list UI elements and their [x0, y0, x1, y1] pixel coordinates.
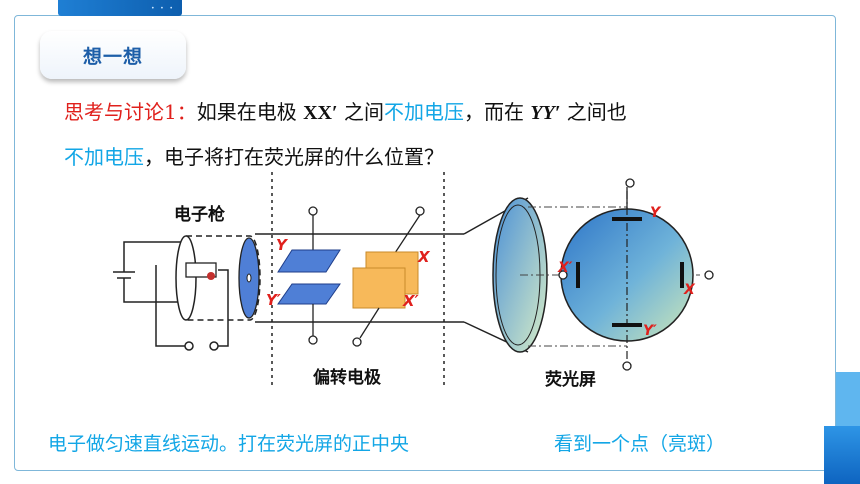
question-text-b: 之间: [337, 100, 384, 124]
x-plates: X X′: [352, 206, 431, 347]
screen-y-label: Y: [650, 205, 662, 221]
screen-x-prime-label: X′: [557, 260, 573, 276]
y-plates: Y Y′: [266, 206, 341, 345]
content-frame: [14, 15, 836, 471]
electrode-xx-label: XX′: [303, 102, 338, 124]
corner-decor-light: [836, 372, 860, 426]
screen-front: Y Y′ X′ X: [557, 178, 714, 371]
question-text-e: ，电子将打在荧光屏的什么位置？: [144, 145, 444, 169]
electrode-yy-label: YY′: [530, 102, 561, 124]
screen-y-prime-label: Y′: [643, 323, 657, 339]
no-voltage-highlight-1: 不加电压: [383, 100, 464, 124]
circuit-wiring: [113, 241, 229, 351]
screen-x-label: X: [683, 282, 696, 298]
question-text-c: ，而在: [463, 100, 531, 124]
answer-right: 看到一个点（亮斑）: [554, 433, 726, 455]
electron-gun-label: 电子枪: [174, 204, 225, 225]
plate-y-prime-label: Y′: [266, 291, 281, 309]
section-badge: 想一想: [40, 31, 186, 79]
question-text-d: 之间也: [560, 100, 627, 124]
decor-dots-icon: • • •: [150, 5, 174, 12]
answer-left: 电子做匀速直线运动。打在荧光屏的正中央: [48, 433, 410, 455]
question-text-a: 如果在电极: [196, 100, 304, 124]
deflection-electrode-label: 偏转电极: [313, 367, 381, 388]
question-line-1: 思考与讨论1：如果在电极 XX′ 之间不加电压，而在 YY′ 之间也: [64, 96, 627, 125]
question-line-2: 不加电压，电子将打在荧光屏的什么位置？: [64, 141, 444, 170]
fluorescent-screen-label: 荧光屏: [545, 369, 596, 390]
no-voltage-highlight-2: 不加电压: [64, 145, 144, 169]
plate-x-prime-label: X′: [402, 292, 419, 310]
left-margin: [0, 0, 14, 484]
electron-gun: [175, 235, 261, 321]
tube-body: [255, 172, 529, 388]
top-decor-bar: • • •: [58, 0, 182, 16]
corner-decor-dark: [824, 426, 860, 484]
question-prefix: 思考与讨论1：: [64, 100, 197, 124]
plate-y-label: Y: [276, 236, 289, 254]
plate-x-label: X: [417, 248, 431, 266]
section-badge-label: 想一想: [82, 45, 143, 68]
